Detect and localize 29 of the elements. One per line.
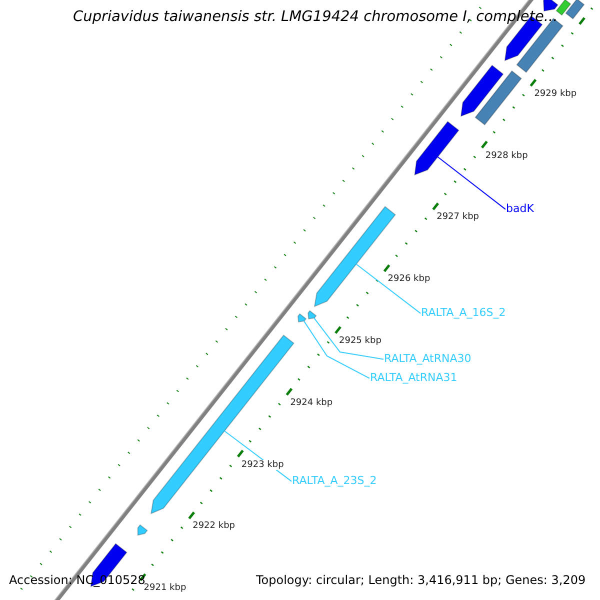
gene-label: RALTA_AtRNA31 xyxy=(370,372,458,385)
gene-label: RALTA_A_16S_2 xyxy=(421,307,506,320)
scale-label: 2923 kbp xyxy=(241,460,284,470)
gene-label: RALTA_A_23S_2 xyxy=(292,475,377,488)
scale-label: 2927 kbp xyxy=(436,212,479,223)
gene-feature xyxy=(137,524,148,536)
scale-label: 2926 kbp xyxy=(388,274,430,285)
gene-feature xyxy=(308,310,317,320)
gene-label: RALTA_AtRNA30 xyxy=(384,353,472,366)
title: Cupriavidus taiwanensis str. LMG19424 chromosome I, complete... xyxy=(73,9,558,26)
leader-line xyxy=(356,264,421,314)
scale-label: 2928 kbp xyxy=(485,150,528,161)
gene-feature xyxy=(414,120,460,176)
scale-label: 2929 kbp xyxy=(534,88,577,100)
scale-label: 2925 kbp xyxy=(339,336,382,346)
gene-feature xyxy=(297,313,307,322)
gene-feature xyxy=(565,0,585,20)
gene-feature xyxy=(556,0,572,16)
gene-feature xyxy=(543,0,558,12)
scale-label: 2921 kbp xyxy=(144,583,186,594)
gene-feature xyxy=(460,64,504,117)
leader-line xyxy=(437,156,506,210)
scale-label: 2924 kbp xyxy=(290,398,333,408)
summary-text: Topology: circular; Length: 3,416,911 bp; Genes: 3,209 xyxy=(256,574,586,588)
scale-label: 2922 kbp xyxy=(192,521,235,532)
leader-line xyxy=(314,318,384,360)
leader-line xyxy=(304,320,370,379)
gene-feature xyxy=(474,70,522,126)
gene-label: badK xyxy=(506,203,534,216)
